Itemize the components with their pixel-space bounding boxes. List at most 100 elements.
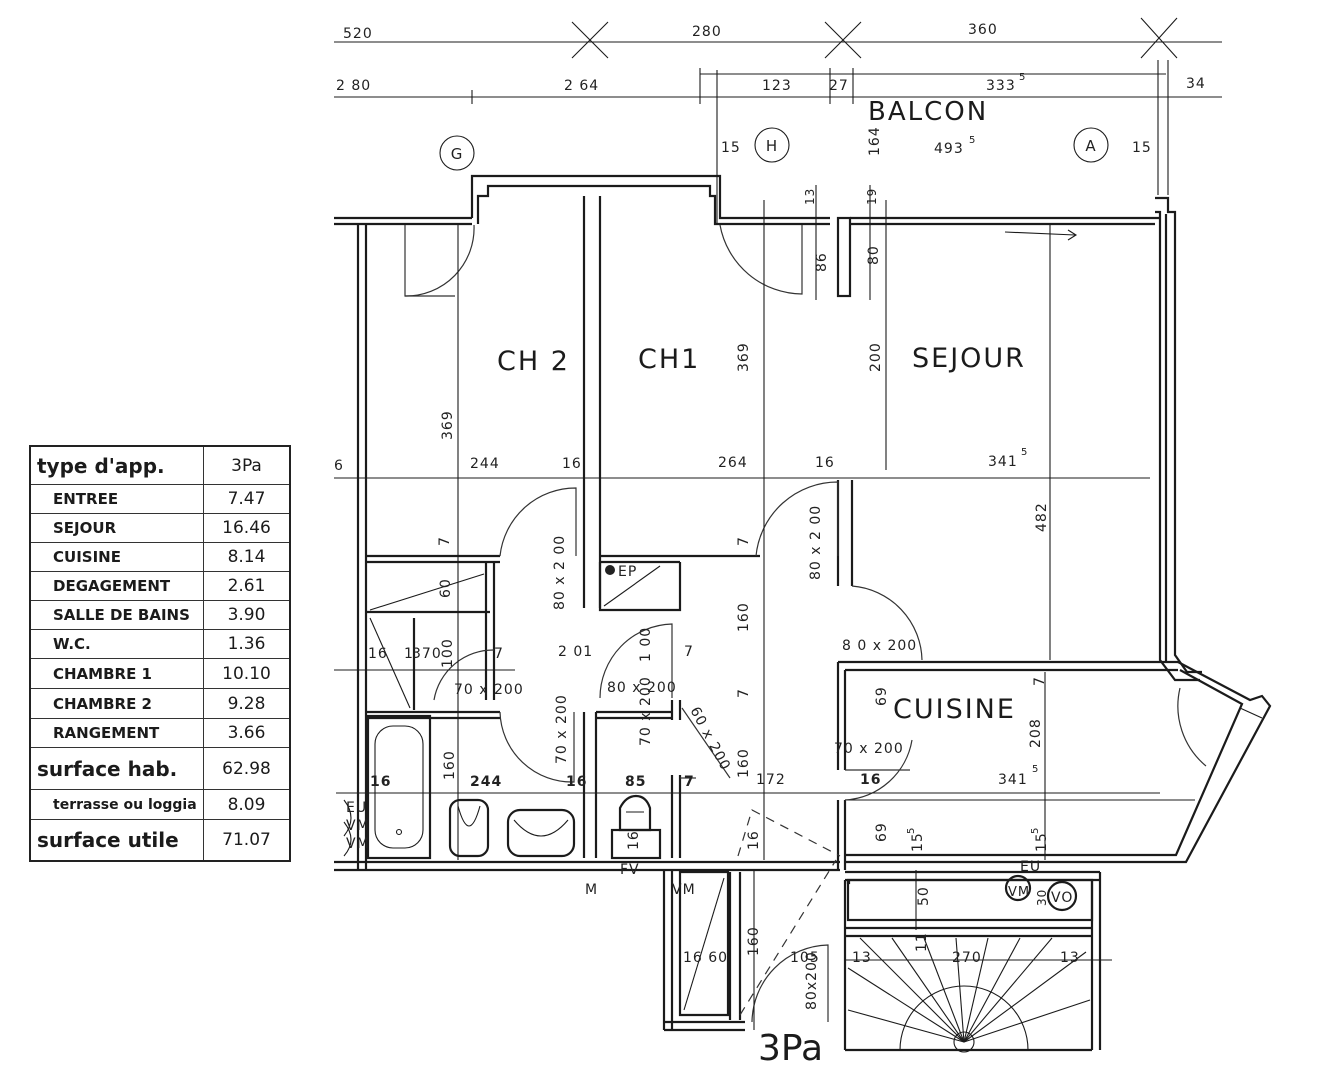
vm-marker [1004,874,1032,902]
label-vm-1: VM [346,818,370,834]
dim-door-80x200-a: 80 x 2 00 [552,535,568,610]
label-vo: VO [1051,890,1073,906]
area-table-row: CUISINE 8.14 [31,543,289,572]
dim-13b: 13 [1060,950,1080,966]
label-vm-2: VM [346,836,370,852]
dim-door-60x200: 60 x 200 [686,704,733,773]
terrasse-value: 8.09 [227,794,266,815]
dim-264: 264 [718,455,748,471]
room-label-cuisine: CUISINE [893,694,1016,725]
dim-3415b-sup: 5 [1032,764,1039,775]
area-row-value: 2.61 [227,576,266,596]
dim-balcon-15-left: 15 [721,140,741,156]
dim-60: 60 [438,578,454,598]
dim-balcon-15-right: 15 [1132,140,1152,156]
dim-69a: 69 [874,686,890,706]
dim-ch1-369: 369 [736,342,752,372]
dim-door-80x200-b: 80 x 2 00 [808,505,824,580]
dim-11: 11 [914,932,930,952]
dim-160c: 160 [442,750,458,780]
dim-16e: 16 [860,772,881,788]
dim-7b: 7 [736,536,752,546]
dim-100b: 1 00 [638,627,654,662]
dim-100a: 100 [440,638,456,668]
dim-7d: 7 [1032,676,1048,686]
toilet [618,794,652,832]
dim-7a: 7 [437,536,453,546]
dim-3415-sup: 5 [1021,447,1028,458]
dim-85: 85 [625,774,646,790]
dim-sejour-200: 200 [868,342,884,372]
interior-dimension-lines [334,185,1160,1030]
room-label-ch1: CH1 [638,344,700,375]
dim-7e: 7 [494,646,504,662]
dim-top-360: 360 [968,22,998,38]
dim-16-wc: 16 [626,830,642,850]
bathtub [366,714,432,860]
bidet [448,798,490,858]
dim-280: 2 80 [336,78,371,94]
door-swings [404,224,1207,1023]
dim-155b-sup: 5 [1030,827,1041,834]
dim-333: 333 [986,78,1016,94]
axis-label-h: H [766,137,778,155]
area-row-label: W.C. [31,630,204,658]
surface-hab-label: surface hab. [31,748,204,789]
dim-door-70x200-b: 70 x 200 [554,694,570,764]
dim-333-sup: 5 [1019,72,1026,83]
area-row-label: CHAMBRE 2 [31,689,204,718]
label-vm-3: VM [672,882,696,898]
dim-7g: 7 [684,774,695,790]
washbasin [506,808,576,858]
area-row-label: ENTREE [31,485,204,513]
dim-door-70x200-c: 70 x 200 [638,676,654,746]
area-table-row: CHAMBRE 1 10.10 [31,659,289,689]
dim-172: 172 [756,772,786,788]
terrasse-label: terrasse ou loggia [31,790,204,819]
dim-1660: 16 60 [683,950,728,966]
dim-160b: 160 [736,748,752,778]
area-table-terrasse: terrasse ou loggia 8.09 [31,790,289,820]
dim-door-70x200-d: 70 x 200 [834,741,904,757]
dim-door-80x200-d: 80 x 200 [607,680,677,696]
dim-34: 34 [1186,76,1206,92]
ep-marker [605,565,615,575]
dim-16-left: 16 [368,646,388,662]
dim-door-80x200-e: 80x200 [804,951,820,1010]
dim-160d: 160 [746,926,762,956]
area-row-value: 1.36 [227,634,266,654]
dim-top-280: 280 [692,24,722,40]
dim-ch2-369: 369 [440,410,456,440]
dim-top-520: 520 [343,26,373,42]
dim-16d: 16 [566,774,587,790]
dim-16c: 16 [370,774,391,790]
dim-270: 270 [952,950,982,966]
area-table-header-value: 3Pa [231,455,262,476]
room-label-ch2: CH 2 [497,346,570,377]
area-table-surface-utile: surface utile 71.07 [31,820,289,860]
dim-155b: 15 [1034,832,1050,852]
axis-label-a: A [1085,137,1096,155]
dim-13: 13 [803,188,817,205]
dim-13a: 13 [852,950,872,966]
dim-86: 86 [814,252,830,272]
dim-1: 1 [404,646,414,662]
dim-19: 19 [865,188,879,205]
walls [334,174,1272,1052]
area-row-label: SEJOUR [31,514,204,542]
area-row-label: SALLE DE BAINS [31,601,204,629]
dim-370: 370 [412,646,442,662]
dim-balcon-493: 493 [934,141,964,157]
area-table-row: CHAMBRE 2 9.28 [31,689,289,719]
area-row-value: 3.66 [227,723,266,743]
dim-3415: 341 [988,454,1018,470]
area-row-value: 8.14 [227,547,266,567]
surface-utile-value: 71.07 [222,830,271,850]
dim-16-stair: 16 [746,830,762,850]
label-fv: FV [620,862,640,878]
label-vm-4: VM [1008,885,1030,900]
dim-7f: 7 [684,644,694,660]
label-eu: EU [346,800,367,816]
dim-155a: 15 [910,832,926,852]
axis-marker-g [439,135,475,171]
